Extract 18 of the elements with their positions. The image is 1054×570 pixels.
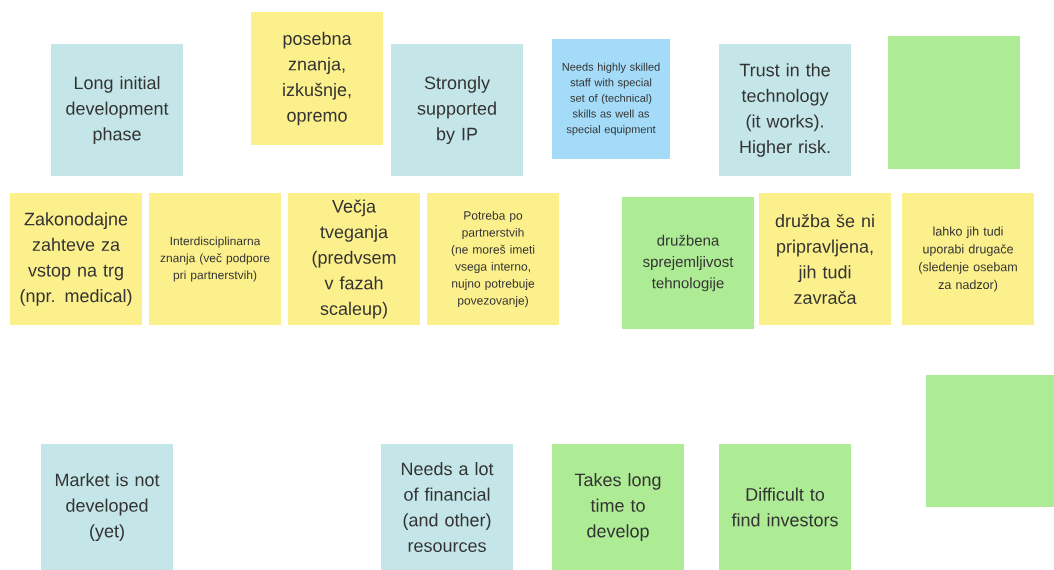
sticky-note: lahko jih tudi uporabi drugače (sledenje osebam za nadzor)	[902, 193, 1034, 325]
sticky-note: Večja tveganja (predvsem v fazah scaleup)	[288, 193, 420, 325]
sticky-note	[926, 375, 1054, 507]
sticky-note: Potreba po partnerstvih (ne moreš imeti vsega interno, nujno potrebuje povezovanje)	[427, 193, 559, 325]
sticky-note: Interdisciplinarna znanja (več podpore pri partnerstvih)	[149, 193, 281, 325]
sticky-note: Trust in the technology (it works). Higher risk.	[719, 44, 851, 176]
sticky-note: Strongly supported by IP	[391, 44, 523, 176]
sticky-note: Needs a lot of financial (and other) resources	[381, 444, 513, 570]
sticky-note: posebna znanja, izkušnje, opremo	[251, 12, 383, 145]
sticky-note: družba še ni pripravljena, jih tudi zavrača	[759, 193, 891, 325]
sticky-note: Zakonodajne zahteve za vstop na trg (npr. medical)	[10, 193, 142, 325]
sticky-note: Difficult to find investors	[719, 444, 851, 570]
sticky-note: Needs highly skilled staff with special set of (technical) skills as well as special equipment	[552, 39, 670, 159]
sticky-note: Long initial development phase	[51, 44, 183, 176]
sticky-note: Market is not developed (yet)	[41, 444, 173, 570]
sticky-note: družbena sprejemljivost tehnologije	[622, 197, 754, 329]
sticky-note: Takes long time to develop	[552, 444, 684, 570]
sticky-note	[888, 36, 1020, 169]
